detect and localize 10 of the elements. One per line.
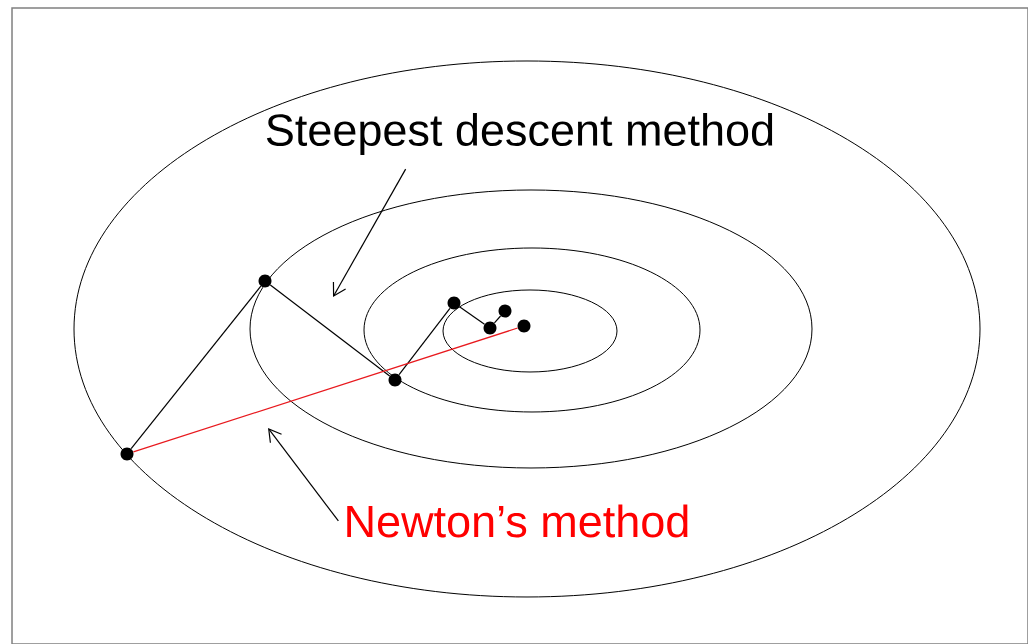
method-label: Steepest descent method (266, 113, 773, 155)
leader-arrow (332, 168, 407, 297)
descent-step-line (458, 306, 486, 325)
descent-step-line (398, 307, 451, 376)
newton-step-line (132, 327, 519, 453)
method-label: Newton’s method (347, 504, 688, 538)
leader-arrow (268, 427, 339, 522)
descent-step-line (493, 315, 502, 324)
descent-step-line (130, 285, 262, 450)
descent-step-line (269, 284, 391, 377)
